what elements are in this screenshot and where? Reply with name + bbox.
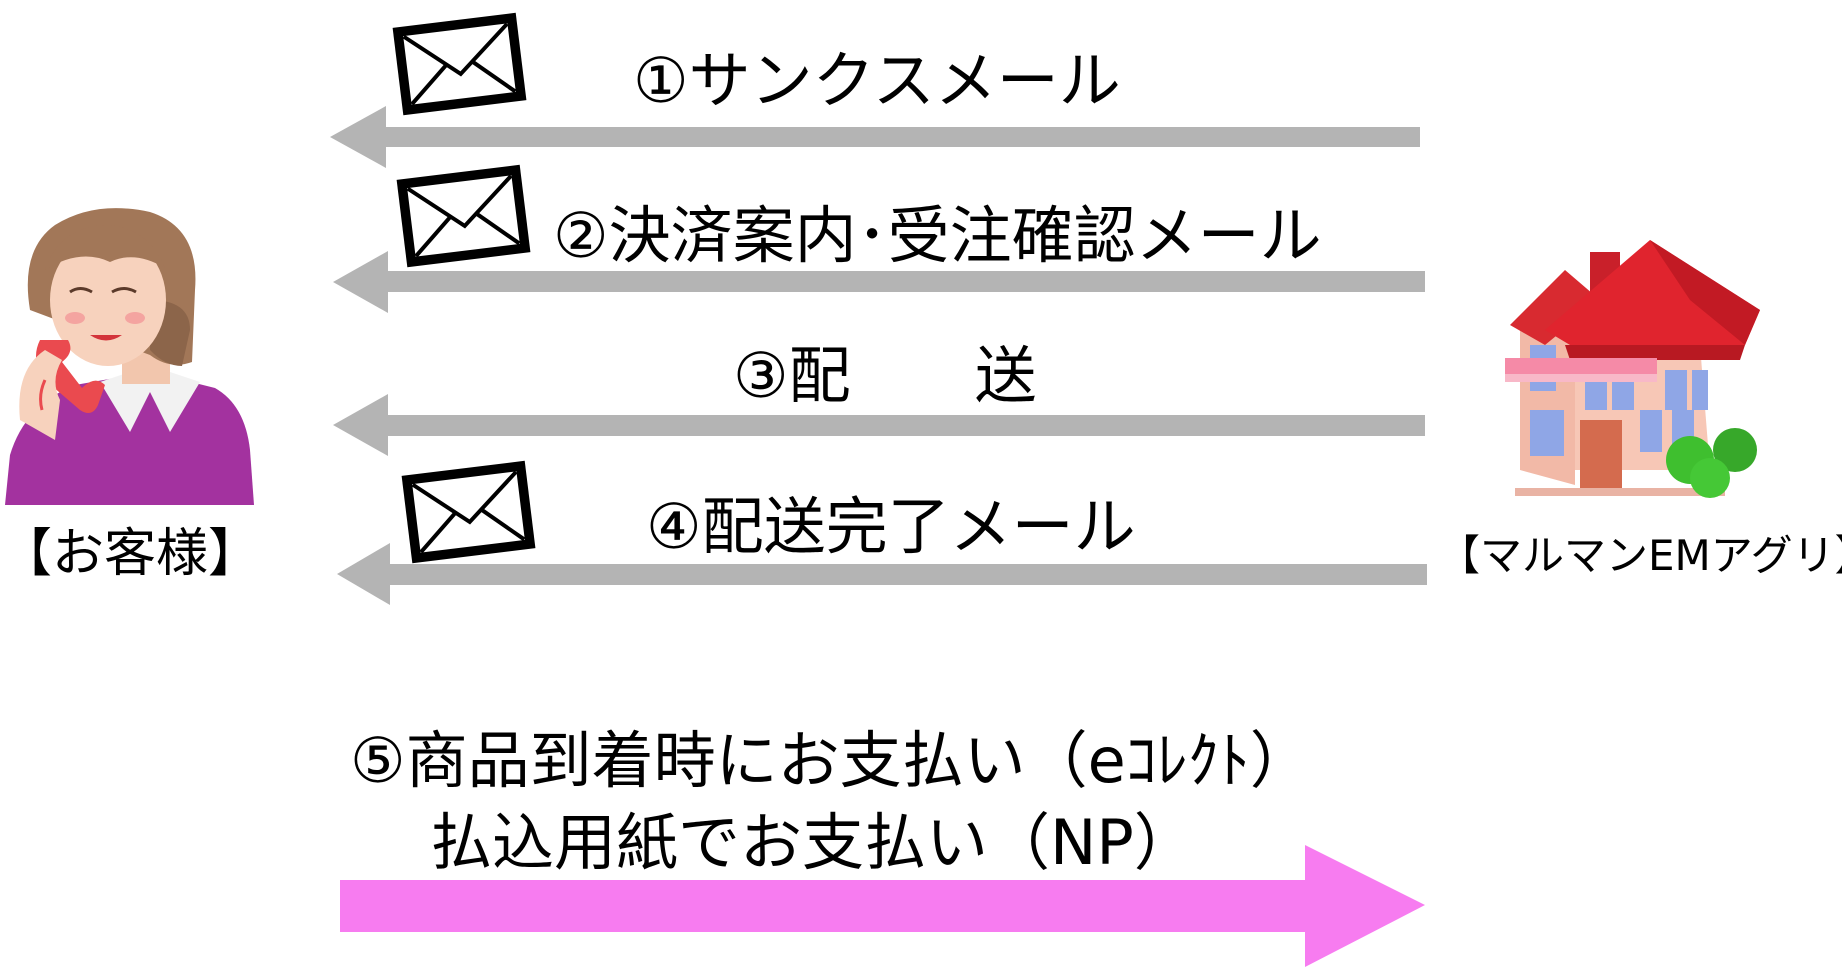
step-3-label: ③配 送 <box>733 339 1037 412</box>
envelope-icon <box>401 460 536 564</box>
company-label: 【マルマンEMアグリ】 <box>1438 531 1842 580</box>
step-1-arrow <box>330 106 1420 168</box>
step-1-label: ①サンクスメール <box>633 44 1121 117</box>
payment-arrow <box>340 845 1425 967</box>
payment-label-line1: ⑤商品到着時にお支払い（eｺﾚｸﾄ） <box>350 724 1312 797</box>
envelope-icon <box>392 12 527 116</box>
payment-label-line2: 払込用紙でお支払い（NP） <box>430 806 1196 879</box>
step-4-label: ④配送完了メール <box>646 490 1136 563</box>
step-2-arrow <box>333 251 1425 313</box>
step-2-label: ②決済案内･受注確認メール <box>553 199 1322 272</box>
step-3-arrow <box>333 394 1425 456</box>
step-4-arrow <box>337 543 1427 605</box>
envelope-icon <box>396 164 531 268</box>
customer-label: 【お客様】 <box>0 524 261 584</box>
